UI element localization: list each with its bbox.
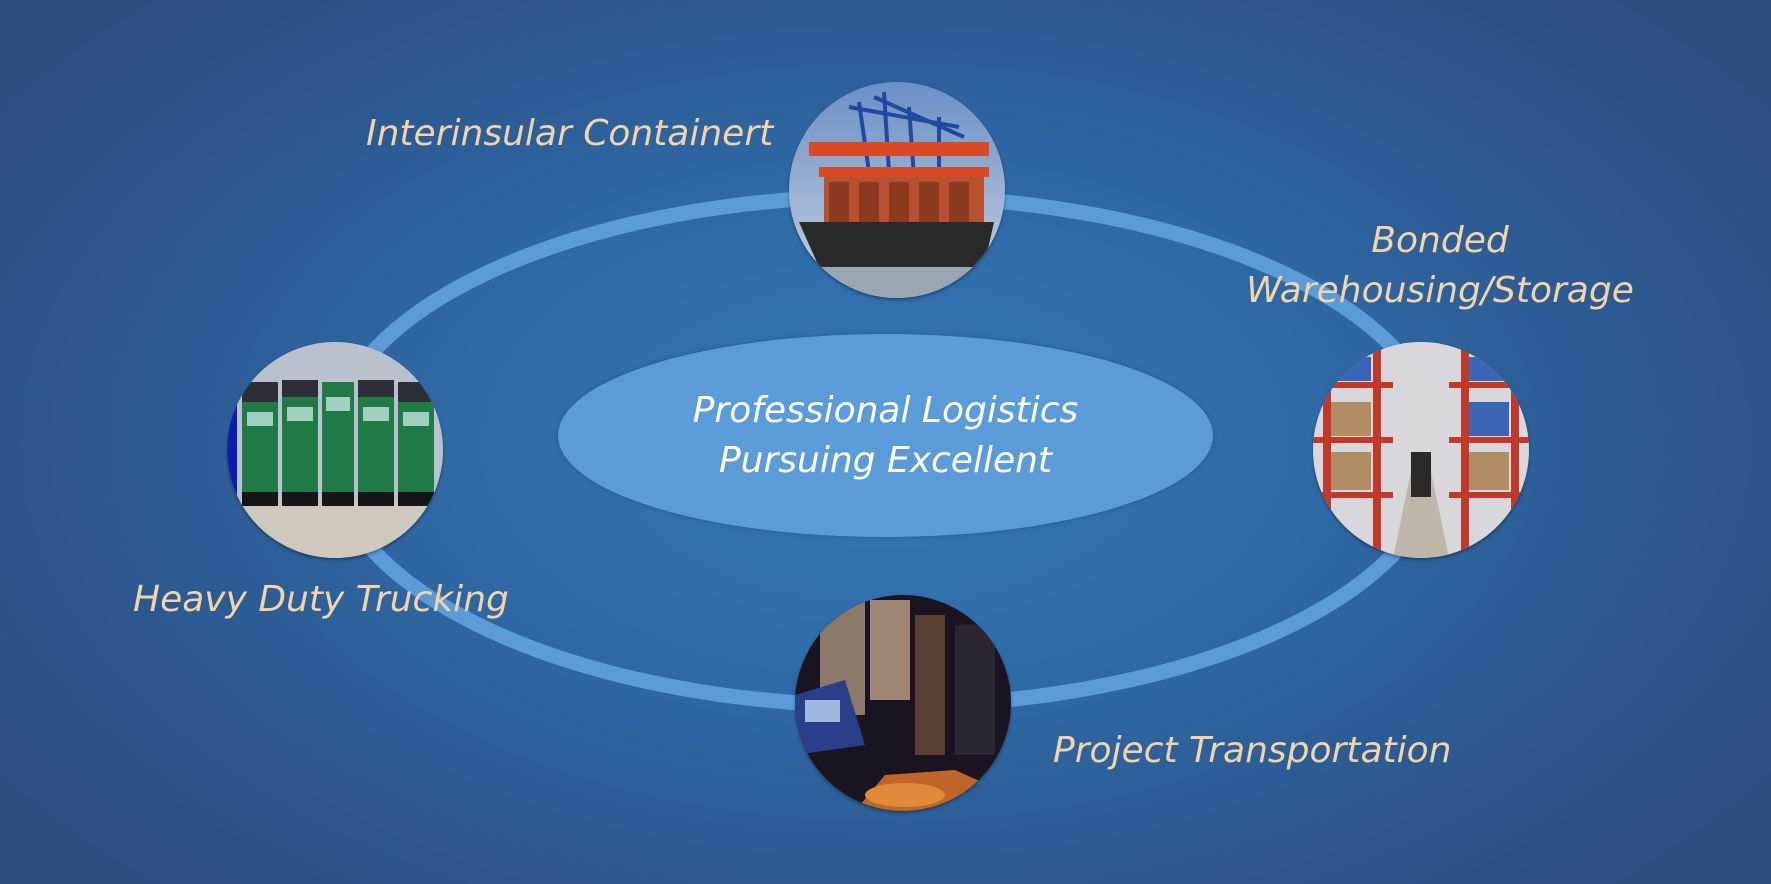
center-title: Professional Logistics Pursuing Excellen… <box>558 334 1213 537</box>
label-bonded-line1: Bonded <box>1371 220 1509 261</box>
label-bonded-line2: Warehousing/Storage <box>1246 270 1634 311</box>
truck-fleet-photo <box>227 342 443 558</box>
label-bonded-warehousing: Bonded Warehousing/Storage <box>1240 216 1640 316</box>
label-interinsular-container: Interinsular Containert <box>366 113 774 154</box>
center-ellipse <box>558 334 1213 537</box>
label-project-transportation: Project Transportation <box>1053 730 1452 771</box>
label-heavy-duty-trucking: Heavy Duty Trucking <box>133 579 509 620</box>
center-title-line1: Professional Logistics <box>692 389 1079 431</box>
center-title-line2: Pursuing Excellent <box>718 439 1053 481</box>
container-ship-photo <box>789 82 1005 298</box>
project-cargo-photo <box>795 595 1011 811</box>
warehouse-racks-photo <box>1313 342 1529 558</box>
